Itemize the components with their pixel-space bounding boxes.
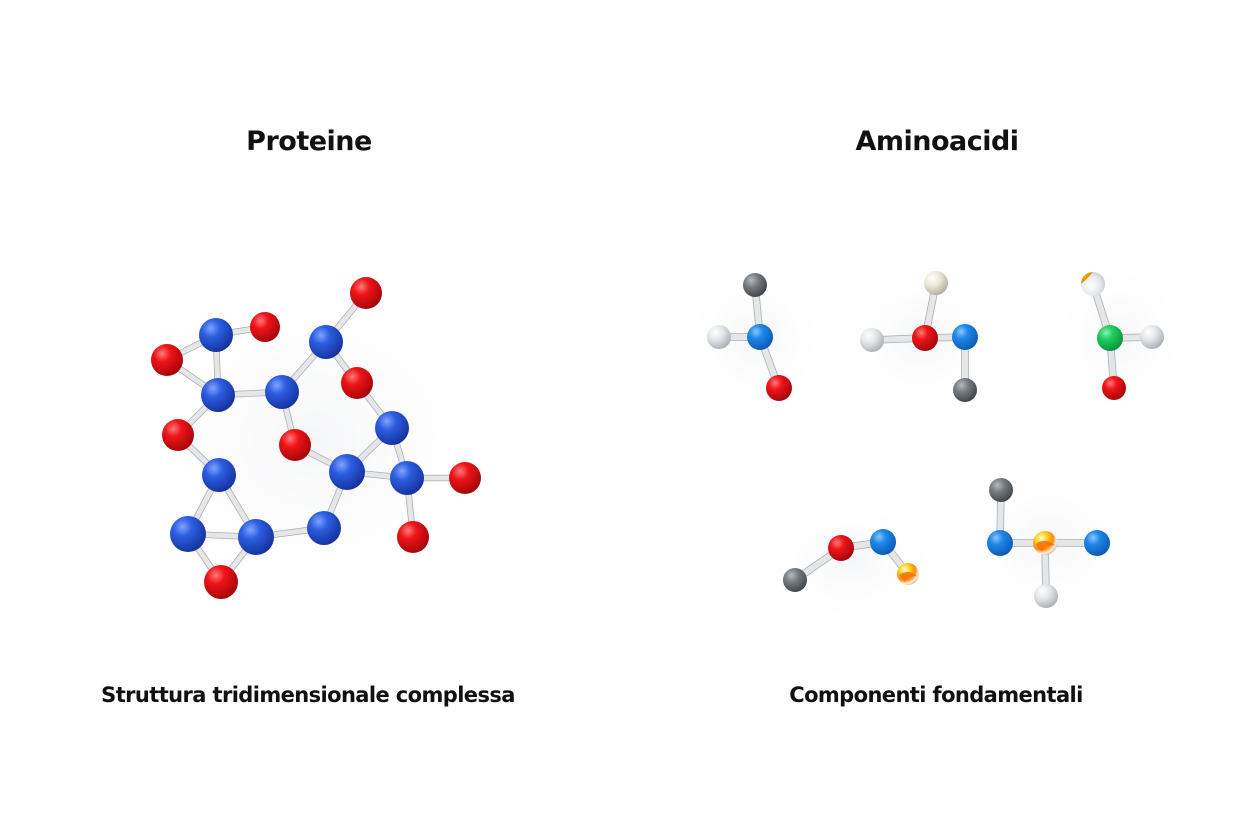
amino-acids-caption: Componenti fondamentali <box>789 683 1083 707</box>
red-atom <box>766 375 792 401</box>
blue-atom <box>265 375 299 409</box>
molecule-2 <box>860 271 978 402</box>
blue-atom <box>309 325 343 359</box>
blue-atom <box>307 511 341 545</box>
red-atom <box>204 565 238 599</box>
red-atom <box>1102 376 1126 400</box>
proteins-title: Proteine <box>246 126 372 157</box>
blue-atom <box>390 461 424 495</box>
marble-swirl <box>899 572 918 582</box>
amino-blue-atom <box>987 530 1013 556</box>
red-atom <box>250 312 280 342</box>
yellow-tip <box>1081 272 1093 284</box>
red-atom <box>449 462 481 494</box>
molecule-4 <box>783 529 919 592</box>
molecule-1 <box>707 273 792 401</box>
marble-swirl <box>1035 540 1056 552</box>
molecule-3 <box>1081 272 1164 400</box>
light-gray-atom <box>860 328 884 352</box>
blue-atom <box>375 411 409 445</box>
red-atom <box>912 325 938 351</box>
beige-atom <box>924 271 948 295</box>
red-atom <box>828 535 854 561</box>
blue-atom <box>199 318 233 352</box>
blue-atom <box>329 454 365 490</box>
light-gray-atom <box>707 325 731 349</box>
background-halos <box>105 250 1190 630</box>
green-atom <box>1097 325 1123 351</box>
red-atom <box>350 277 382 309</box>
amino-acid-models <box>707 271 1164 608</box>
amino-blue-atom <box>747 324 773 350</box>
dark-gray-atom <box>743 273 767 297</box>
proteins-caption: Struttura tridimensionale complessa <box>101 683 515 707</box>
blue-atom <box>238 519 274 555</box>
red-atom <box>279 429 311 461</box>
amino-acids-title: Aminoacidi <box>855 126 1019 157</box>
light-gray-atom <box>1140 325 1164 349</box>
red-atom <box>162 419 194 451</box>
blue-atom <box>201 378 235 412</box>
dark-gray-atom <box>989 478 1013 502</box>
blue-atom <box>202 458 236 492</box>
protein-chain <box>151 277 481 599</box>
red-atom <box>151 344 183 376</box>
dark-gray-atom <box>953 378 977 402</box>
amino-blue-atom <box>1084 530 1110 556</box>
red-atom <box>341 367 373 399</box>
red-atom <box>397 521 429 553</box>
amino-blue-atom <box>870 529 896 555</box>
molecule-5 <box>987 478 1110 608</box>
protein-model <box>151 277 481 599</box>
light-gray-atom <box>1034 584 1058 608</box>
blue-atom <box>170 516 206 552</box>
amino-blue-atom <box>952 324 978 350</box>
dark-gray-atom <box>783 568 807 592</box>
